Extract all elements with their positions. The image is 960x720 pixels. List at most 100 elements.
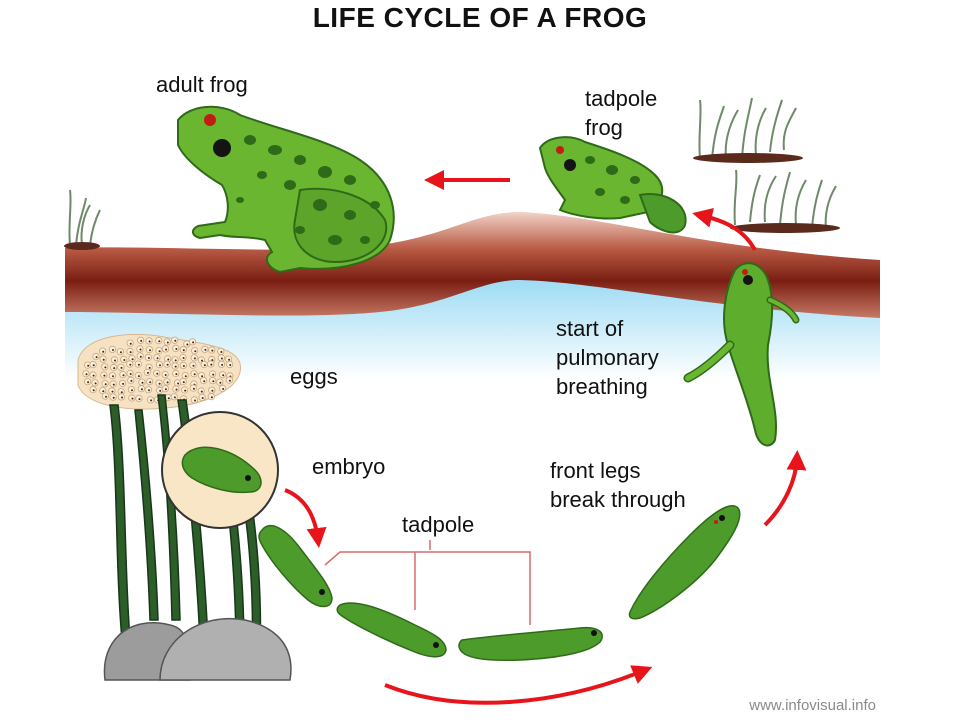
egg-yolk xyxy=(221,363,224,366)
egg-yolk xyxy=(149,349,151,352)
egg-yolk xyxy=(138,398,141,401)
egg-yolk xyxy=(222,374,225,377)
label-pulmonary-breathing: start of pulmonary breathing xyxy=(556,316,659,399)
egg-yolk xyxy=(103,374,106,377)
egg-yolk xyxy=(203,380,206,383)
egg-cluster xyxy=(77,333,241,410)
arrow-embryo-to-tadpole xyxy=(284,488,327,548)
egg-yolk xyxy=(92,364,95,367)
egg-yolk xyxy=(212,380,215,383)
egg-yolk xyxy=(174,365,177,368)
egg-yolk xyxy=(140,388,143,391)
egg-yolk xyxy=(102,390,105,393)
egg-yolk xyxy=(102,358,105,361)
egg-yolk xyxy=(194,399,196,402)
egg-yolk xyxy=(158,350,161,353)
egg-yolk xyxy=(112,396,115,399)
egg-yolk xyxy=(92,374,95,377)
egg-yolk xyxy=(182,381,185,384)
egg-yolk xyxy=(85,373,88,376)
egg-yolk xyxy=(210,363,213,366)
egg-yolk xyxy=(94,382,97,385)
earth-band xyxy=(65,212,880,318)
arrow-froglet-to-tadpole-frog xyxy=(692,207,757,251)
egg-yolk xyxy=(203,364,206,367)
arrow-tadpole-to-front-legs xyxy=(384,665,653,705)
label-adult-frog: adult frog xyxy=(156,72,248,97)
egg-yolk xyxy=(229,364,232,366)
egg-yolk xyxy=(212,373,215,376)
egg-yolk xyxy=(193,373,196,376)
egg-yolk xyxy=(149,381,152,384)
egg-yolk xyxy=(150,399,153,402)
egg-yolk xyxy=(112,375,114,378)
egg-yolk xyxy=(158,340,161,343)
egg-yolk xyxy=(211,359,214,362)
egg-yolk xyxy=(211,349,214,352)
egg-yolk xyxy=(194,350,197,353)
egg-yolk xyxy=(95,356,98,359)
rocks xyxy=(103,617,292,681)
tadpole-stage-2 xyxy=(336,602,447,658)
egg-yolk xyxy=(201,397,204,399)
egg-yolk xyxy=(129,363,132,366)
egg-yolk xyxy=(219,381,222,384)
egg-yolk xyxy=(158,382,161,385)
egg-yolk xyxy=(174,359,177,362)
egg-yolk xyxy=(182,365,185,367)
egg-yolk xyxy=(165,348,168,351)
egg-yolk xyxy=(87,381,90,384)
egg-yolk xyxy=(148,340,151,343)
tadpole-bracket xyxy=(324,540,531,625)
egg-yolk xyxy=(104,366,107,369)
egg-yolk xyxy=(121,396,123,399)
egg-yolk xyxy=(166,363,169,366)
egg-yolk xyxy=(129,342,132,345)
egg-yolk xyxy=(173,396,176,399)
egg-yolk xyxy=(182,349,185,352)
egg-yolk xyxy=(175,373,178,376)
egg-yolk xyxy=(141,381,144,384)
egg-yolk xyxy=(111,390,114,393)
egg-yolk xyxy=(119,351,122,354)
egg-yolk xyxy=(87,364,90,367)
egg-yolk xyxy=(137,363,140,366)
egg-yolk xyxy=(200,390,203,393)
egg-yolk xyxy=(131,358,134,361)
label-eggs: eggs xyxy=(290,364,338,389)
egg-yolk xyxy=(220,351,223,353)
egg-yolk xyxy=(131,389,133,392)
egg-yolk xyxy=(166,381,169,384)
egg-yolk xyxy=(137,375,140,378)
shore-plant-left xyxy=(64,189,101,250)
egg-yolk xyxy=(210,396,213,399)
egg-yolk xyxy=(147,357,150,359)
egg-yolk xyxy=(201,375,204,378)
egg-yolk xyxy=(166,341,169,344)
shore-plant-right xyxy=(693,97,840,233)
egg-yolk xyxy=(228,358,231,361)
diagram-title: LIFE CYCLE OF A FROG xyxy=(312,2,648,33)
egg-yolk xyxy=(175,348,178,350)
egg-yolk xyxy=(129,373,132,375)
egg-yolk xyxy=(122,374,125,377)
egg-yolk xyxy=(140,339,143,342)
egg-yolk xyxy=(164,374,167,376)
egg-yolk xyxy=(159,364,161,367)
egg-yolk xyxy=(156,357,159,360)
egg-yolk xyxy=(192,341,195,344)
egg-yolk xyxy=(120,391,123,394)
arrow-front-legs-to-froglet xyxy=(763,450,807,527)
egg-yolk xyxy=(92,389,95,392)
egg-yolk xyxy=(156,372,159,375)
egg-yolk xyxy=(113,367,116,370)
egg-yolk xyxy=(228,379,231,382)
egg-yolk xyxy=(175,388,178,391)
egg-yolk xyxy=(193,357,196,360)
egg-yolk xyxy=(192,364,195,367)
egg-yolk xyxy=(130,379,133,382)
tadpole-stage-1 xyxy=(258,525,333,608)
egg-yolk xyxy=(112,383,115,386)
egg-yolk xyxy=(211,389,214,392)
